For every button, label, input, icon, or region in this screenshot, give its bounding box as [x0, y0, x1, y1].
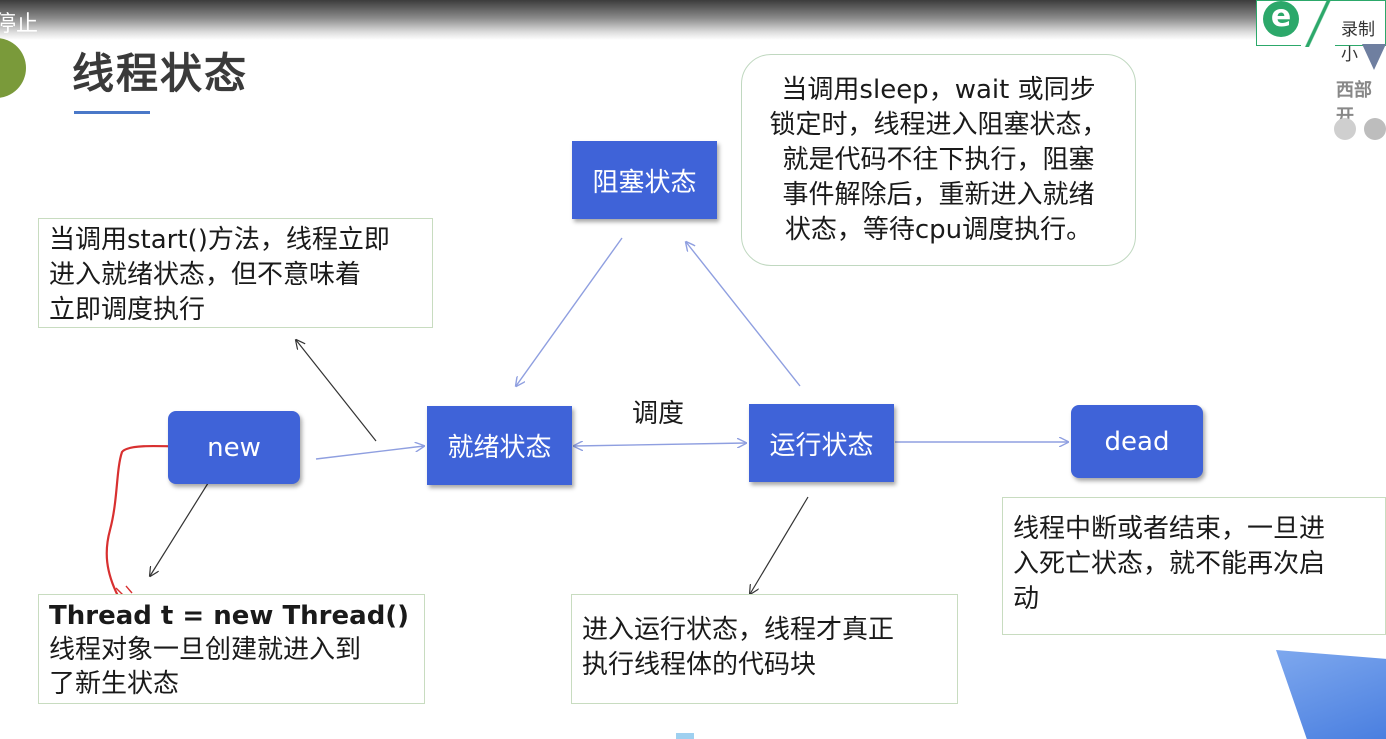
note-blocked: 当调用sleep，wait 或同步 锁定时，线程进入阻塞状态， 就是代码不往下执… — [741, 54, 1136, 266]
note-blocked-line: 状态，等待cpu调度执行。 — [784, 215, 1093, 245]
recorder-logo-icon: e — [1263, 1, 1299, 37]
note-start-line: 当调用start()方法，线程立即 — [49, 225, 390, 255]
note-new-thread-line: 了新生状态 — [49, 669, 180, 699]
page-dot-icon — [1364, 118, 1386, 140]
note-dead-line: 动 — [1013, 584, 1040, 614]
note-dead-line: 入死亡状态，就不能再次启 — [1013, 549, 1326, 579]
note-start: 当调用start()方法，线程立即 进入就绪状态，但不意味着 立即调度执行 — [38, 218, 433, 328]
note-new-thread: Thread t = new Thread() 线程对象一旦创建就进入到 了新生… — [38, 594, 425, 704]
recorder-label: 录制小 — [1341, 20, 1375, 65]
note-start-line: 立即调度执行 — [49, 295, 206, 325]
arrow-runnable-running — [574, 443, 746, 446]
note-running-line: 执行线程体的代码块 — [582, 650, 817, 680]
slide-title: 线程状态 — [72, 49, 249, 98]
video-top-band — [0, 0, 1386, 40]
bottom-marker — [676, 733, 694, 739]
edge-label-schedule: 调度 — [632, 399, 685, 429]
stop-recording-label[interactable]: 停止 — [0, 12, 39, 37]
brand-logo-icon — [1362, 44, 1386, 70]
note-dead: 线程中断或者结束，一旦进 入死亡状态，就不能再次启 动 — [1002, 497, 1386, 635]
state-blocked[interactable]: 阻塞状态 — [572, 141, 717, 219]
pointer-start-note — [296, 340, 377, 442]
note-running: 进入运行状态，线程才真正 执行线程体的代码块 — [571, 594, 958, 704]
note-start-line: 进入就绪状态，但不意味着 — [49, 260, 362, 290]
note-new-thread-code: Thread t = new Thread() — [49, 601, 410, 631]
arrow-blocked-to-runnable — [516, 237, 623, 386]
state-dead[interactable]: dead — [1071, 405, 1203, 478]
note-running-line: 进入运行状态，线程才真正 — [582, 615, 895, 645]
arrow-new-to-runnable — [315, 446, 424, 460]
note-dead-line: 线程中断或者结束，一旦进 — [1013, 514, 1326, 544]
pointer-running-note — [750, 496, 809, 594]
pointer-new-thread-note — [150, 479, 211, 576]
note-new-thread-line: 线程对象一旦创建就进入到 — [49, 635, 362, 665]
state-runnable[interactable]: 就绪状态 — [427, 406, 572, 485]
page-dot-icon — [1334, 118, 1356, 140]
note-blocked-line: 锁定时，线程进入阻塞状态， — [769, 110, 1108, 140]
state-new[interactable]: new — [168, 411, 300, 484]
note-blocked-line: 事件解除后，重新进入就绪 — [782, 180, 1095, 210]
recorder-divider — [1301, 1, 1335, 47]
state-running[interactable]: 运行状态 — [749, 404, 894, 482]
arrow-running-to-blocked — [686, 242, 801, 387]
note-blocked-line: 就是代码不往下执行，阻塞 — [782, 145, 1095, 175]
red-annotation-stroke — [105, 444, 191, 597]
title-underline — [74, 111, 150, 114]
note-blocked-line: 当调用sleep，wait 或同步 — [781, 75, 1096, 105]
